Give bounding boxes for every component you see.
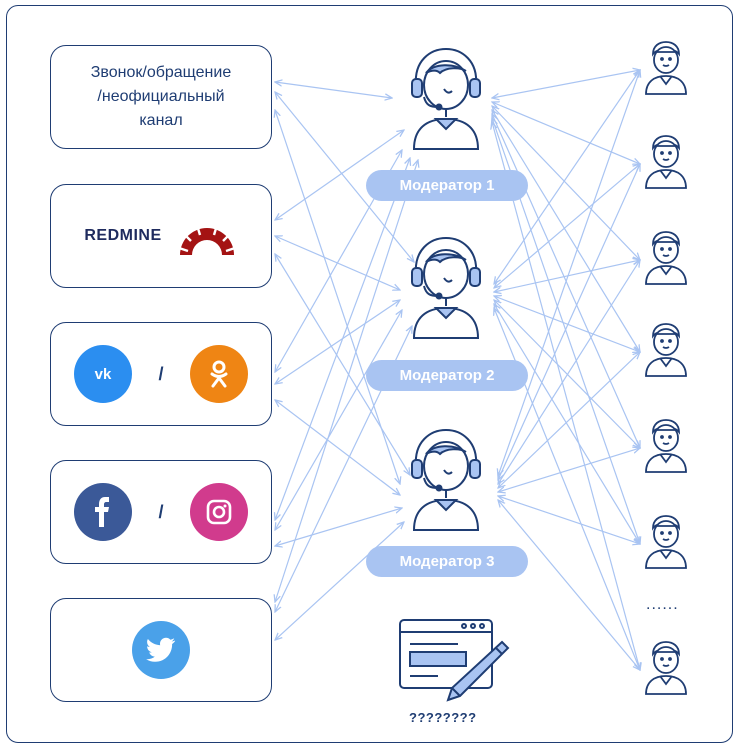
form-caption: ???????? bbox=[409, 710, 477, 725]
odnoklassniki-icon bbox=[189, 345, 248, 403]
facebook-icon bbox=[74, 483, 133, 541]
user-3-avatar-icon bbox=[645, 231, 687, 285]
connection-arrow-23 bbox=[494, 260, 640, 292]
svg-text:vk: vk bbox=[95, 366, 112, 383]
redmine-logo-icon bbox=[178, 224, 236, 255]
source-fb-ig-box: / bbox=[50, 460, 272, 564]
source-call-box: Звонок/обращение /неофициальный канал bbox=[50, 45, 272, 149]
connection-arrow-16 bbox=[492, 70, 640, 98]
form-window-pen-icon bbox=[399, 619, 510, 702]
separator-slash: / bbox=[158, 363, 164, 384]
diagram-frame bbox=[6, 5, 733, 743]
connection-arrow-1 bbox=[275, 82, 392, 98]
connection-arrow-10 bbox=[275, 158, 410, 520]
source-twitter-box bbox=[50, 598, 272, 702]
moderator-3-label: Модератор 3 bbox=[366, 546, 528, 577]
user-1-avatar-icon bbox=[645, 41, 687, 95]
connection-arrow-11 bbox=[275, 310, 402, 530]
moderator-2-label: Модератор 2 bbox=[366, 360, 528, 391]
user-4-avatar-icon bbox=[645, 323, 687, 377]
connection-arrow-30 bbox=[498, 448, 640, 492]
connection-arrow-21 bbox=[498, 164, 640, 480]
separator-slash: / bbox=[158, 501, 164, 522]
connection-arrow-25 bbox=[492, 110, 640, 352]
connection-arrow-15 bbox=[275, 522, 404, 640]
vk-icon: vk bbox=[74, 345, 133, 403]
users-ellipsis: ...... bbox=[646, 596, 679, 613]
connection-arrow-12 bbox=[275, 508, 402, 546]
source-call-text: Звонок/обращение /неофициальный канал bbox=[90, 64, 232, 129]
connection-arrow-36 bbox=[498, 500, 640, 670]
connection-arrow-33 bbox=[498, 496, 640, 544]
user-2-avatar-icon bbox=[645, 135, 687, 189]
moderator-1-label: Модератор 1 bbox=[366, 170, 528, 201]
moderator-3-avatar-icon bbox=[411, 428, 481, 531]
source-redmine-box: REDMINE bbox=[50, 184, 272, 288]
user-5-avatar-icon bbox=[645, 419, 687, 473]
user-6-avatar-icon bbox=[645, 515, 687, 569]
user-7-avatar-icon bbox=[645, 641, 687, 695]
moderator-2-avatar-icon bbox=[411, 236, 481, 339]
instagram-icon bbox=[189, 483, 248, 541]
moderator-1-avatar-icon bbox=[411, 47, 481, 150]
connection-arrow-34 bbox=[492, 122, 640, 670]
twitter-icon bbox=[132, 621, 190, 679]
connection-arrow-26 bbox=[494, 296, 640, 352]
source-vk-ok-box: vk / bbox=[50, 322, 272, 426]
redmine-text: REDMINE bbox=[84, 227, 162, 244]
connection-arrow-18 bbox=[498, 70, 640, 476]
